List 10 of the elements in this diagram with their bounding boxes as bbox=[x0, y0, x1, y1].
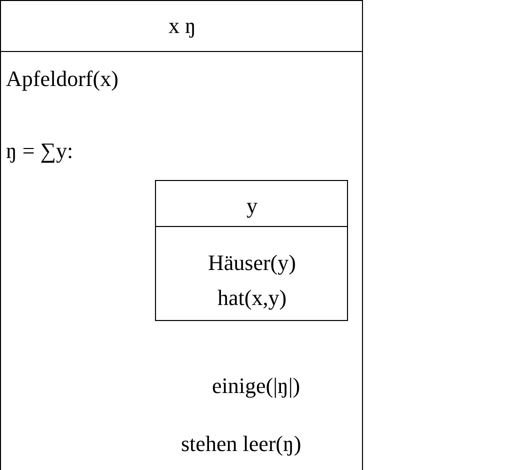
condition-text: einige(|ŋ|) bbox=[212, 373, 300, 399]
condition-text: stehen leer(ŋ) bbox=[181, 431, 302, 457]
condition-text: Häuser(y) bbox=[208, 250, 296, 276]
condition-text: Apfeldorf(x) bbox=[6, 66, 118, 92]
variable-label: y bbox=[246, 193, 258, 219]
variable-label: x ŋ bbox=[168, 13, 196, 39]
condition-text: hat(x,y) bbox=[218, 285, 287, 311]
condition-text: ŋ = ∑y: bbox=[6, 138, 74, 164]
drs-box bbox=[155, 180, 348, 321]
drs-box bbox=[0, 0, 363, 470]
